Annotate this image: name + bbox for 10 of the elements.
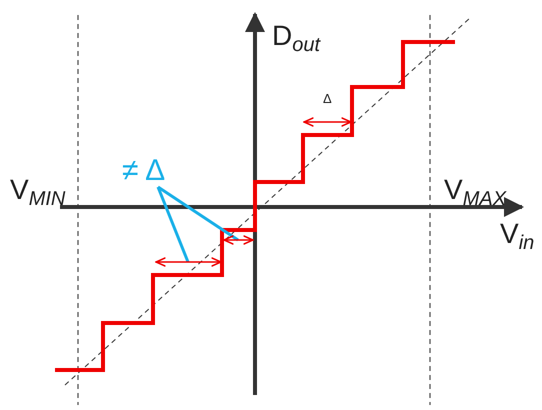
dimension-label: Δ bbox=[323, 92, 332, 105]
leader-line bbox=[156, 186, 190, 263]
axis-label: V$_{MIN}$ bbox=[10, 176, 66, 209]
axis-label: D$_{out}$ bbox=[272, 22, 320, 55]
dimension-arrow bbox=[155, 257, 222, 267]
leader-line bbox=[157, 186, 239, 242]
axis-label: V$_{in}$ bbox=[500, 220, 534, 253]
callout-text: ≠ Δ bbox=[122, 156, 166, 188]
dimension-arrow bbox=[223, 235, 254, 245]
axis-label: V$_{MAX}$ bbox=[444, 176, 506, 209]
